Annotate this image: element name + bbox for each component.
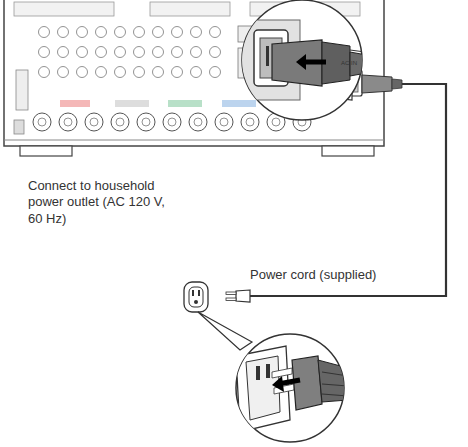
- power-cord-part: [226, 298, 236, 301]
- power-cord-part: [362, 75, 392, 93]
- wall-outlet-part: [192, 290, 194, 296]
- receiver-panel-part: [222, 100, 256, 107]
- receiver-panel-part-part: [58, 27, 69, 38]
- receiver-panel-part: [4, 0, 384, 146]
- receiver-panel-part-part: [215, 113, 233, 131]
- receiver-panel-part-part: [210, 27, 221, 38]
- receiver-panel-part: [60, 100, 90, 107]
- receiver-panel-part-part: [191, 27, 202, 38]
- receiver-panel-part-part: [96, 67, 107, 78]
- receiver-panel-part: [16, 70, 28, 110]
- zoom-callout-part: [240, 20, 380, 100]
- receiver-panel-part-part: [85, 113, 103, 131]
- cord-label: Power cord (supplied): [250, 267, 420, 283]
- receiver-panel-part-part: [39, 47, 50, 58]
- zoom-callout-part-part: [322, 372, 348, 396]
- receiver-panel-part: [4, 140, 384, 141]
- zoom-callout: [240, 0, 380, 120]
- receiver-panel-part: [150, 2, 230, 16]
- receiver-panel-part-part: [220, 118, 228, 126]
- receiver-panel-part-part: [111, 113, 129, 131]
- receiver-panel-part-part: [115, 27, 126, 38]
- zoom-callout-part-part: [266, 46, 269, 66]
- receiver-panel-part-part: [59, 113, 77, 131]
- receiver-panel-part: [115, 100, 149, 107]
- receiver-panel-part-part: [38, 118, 46, 126]
- receiver-panel: [4, 0, 384, 146]
- receiver-panel-part-part: [134, 67, 145, 78]
- receiver-panel-part-part: [77, 67, 88, 78]
- receiver-panel-part: [14, 120, 24, 134]
- zoom-callout-part-part: [236, 346, 290, 432]
- zoom-callout-part-part: [272, 376, 284, 392]
- receiver-panel-part-part: [189, 113, 207, 131]
- zoom-callout-part-part: [296, 54, 306, 70]
- receiver-panel-part-part: [210, 47, 221, 58]
- receiver-panel-part-part: [134, 47, 145, 58]
- receiver-panel-part-part: [77, 27, 88, 38]
- receiver-panel-part-part: [153, 67, 164, 78]
- receiver-panel-part-part: [39, 67, 50, 78]
- receiver-panel-part-part: [142, 118, 150, 126]
- receiver-panel-part-part: [210, 67, 221, 78]
- receiver-panel-part-part: [58, 67, 69, 78]
- wall-outlet: [184, 282, 208, 312]
- wall-outlet-part: [189, 287, 203, 307]
- receiver-panel-part-part: [172, 47, 183, 58]
- receiver-panel-part-part: [90, 118, 98, 126]
- receiver-panel-part-part: [58, 47, 69, 58]
- power-cord-part: [236, 290, 250, 302]
- receiver-panel-part-part: [153, 47, 164, 58]
- receiver-panel-part-part: [39, 27, 50, 38]
- receiver-panel-part-part: [115, 67, 126, 78]
- receiver-panel-part-part: [96, 27, 107, 38]
- zoom-callout-part-part: [318, 360, 348, 402]
- receiver-panel-part: [14, 2, 114, 16]
- receiver-panel-part-part: [172, 67, 183, 78]
- receiver-panel-part-part: [116, 118, 124, 126]
- zoom-callout-part: [198, 312, 252, 350]
- receiver-panel-part-part: [137, 113, 155, 131]
- receiver-panel-part-part: [33, 113, 51, 131]
- wall-outlet-part: [184, 282, 208, 312]
- receiver-panel-part-part: [163, 113, 181, 131]
- power-cord-part: [226, 292, 236, 295]
- receiver-panel-part-part: [191, 67, 202, 78]
- receiver-panel-part-part: [168, 118, 176, 126]
- receiver-panel-part-part: [134, 27, 145, 38]
- receiver-panel-part: [168, 100, 202, 107]
- zoom-callout: [198, 312, 348, 442]
- zoom-callout-part: [236, 346, 348, 432]
- outlet-note: Connect to household power outlet (AC 12…: [28, 178, 170, 227]
- wall-outlet-part: [198, 290, 200, 296]
- receiver-panel-part-part: [194, 118, 202, 126]
- receiver-panel-part-part: [64, 118, 72, 126]
- wall-outlet-part: [194, 300, 198, 304]
- receiver-panel-part-part: [272, 118, 280, 126]
- feet: [20, 146, 374, 156]
- power-cord-part: [392, 79, 402, 89]
- zoom-callout-part-part: [266, 364, 270, 378]
- receiver-panel-part: [39, 26, 265, 78]
- receiver-panel-part-part: [153, 27, 164, 38]
- receiver-panel-part-part: [241, 113, 259, 131]
- receiver-panel-part-part: [191, 47, 202, 58]
- feet-part: [20, 146, 72, 156]
- receiver-panel-part-part: [172, 27, 183, 38]
- feet-part: [322, 146, 374, 156]
- receiver-panel-part-part: [96, 47, 107, 58]
- zoom-callout-part-part: [256, 366, 260, 380]
- inlet-label: AC IN: [341, 60, 381, 68]
- receiver-panel-part-part: [115, 47, 126, 58]
- receiver-panel-part: [33, 113, 311, 131]
- receiver-panel-part-part: [246, 118, 254, 126]
- receiver-panel-part-part: [77, 47, 88, 58]
